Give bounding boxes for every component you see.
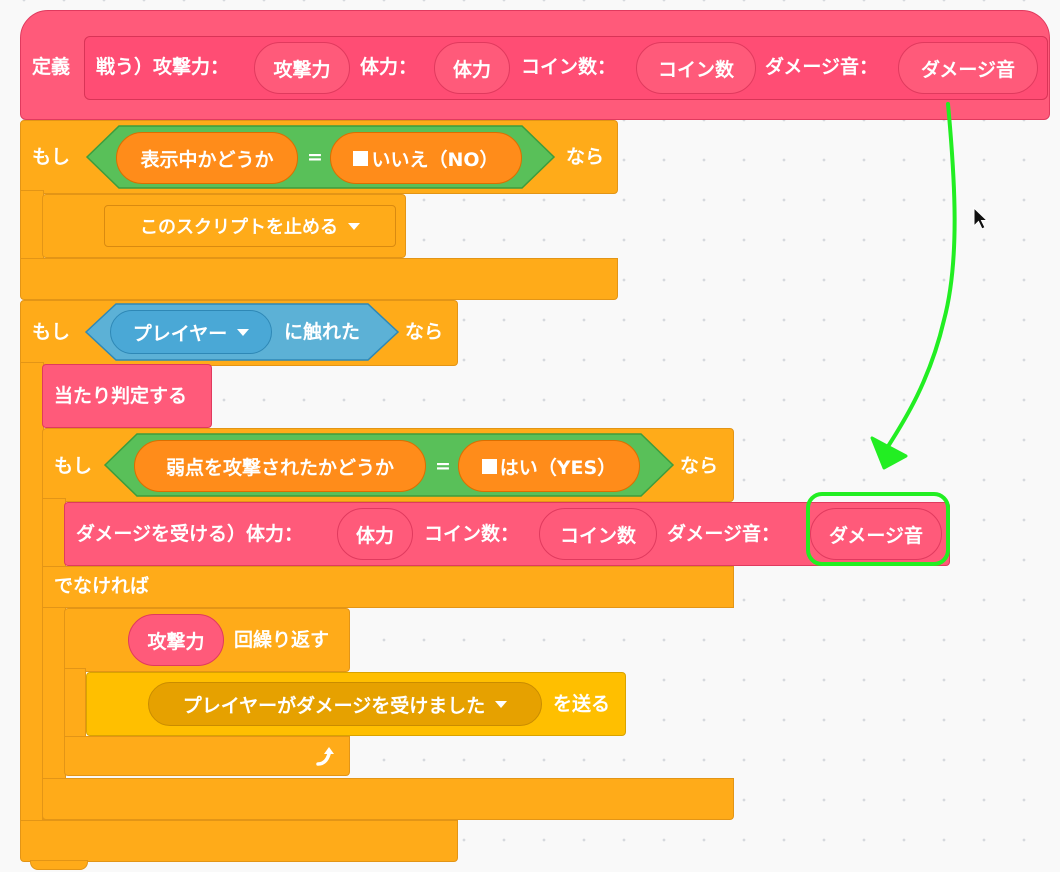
proc-text-coins: コイン数： — [521, 56, 617, 78]
cursor-icon — [973, 207, 989, 230]
hit-check-block[interactable] — [42, 364, 212, 428]
equals-sign-3: = — [435, 455, 451, 477]
repeat-count-param[interactable]: 攻撃力 — [128, 614, 224, 666]
param-attack[interactable]: 攻撃力 — [254, 42, 350, 94]
proc-text-sound: ダメージ音： — [765, 56, 879, 78]
value-no[interactable]: いいえ（NO） — [330, 132, 522, 184]
if-block-2-arm — [20, 362, 44, 826]
sprite-dropdown[interactable]: プレイヤー — [110, 310, 272, 354]
checkbox-icon — [481, 458, 497, 474]
hit-check-label: 当たり判定する — [54, 385, 188, 407]
if-block-1-arm — [20, 190, 44, 262]
then-label-2: なら — [405, 321, 444, 343]
repeat-block-bottom — [64, 736, 350, 776]
param-sound[interactable]: ダメージ音 — [898, 42, 1038, 94]
checkbox-icon — [353, 150, 369, 166]
loop-arrow-icon — [316, 747, 334, 766]
define-label: 定義 — [32, 56, 71, 78]
stop-option-label: このスクリプトを止める — [140, 217, 338, 238]
arg-hp[interactable]: 体力 — [337, 508, 413, 560]
equals-sign-1: = — [307, 146, 323, 168]
if-block-2-bottom — [20, 820, 458, 862]
param-coins[interactable]: コイン数 — [636, 42, 756, 94]
sprite-label: プレイヤー — [132, 322, 228, 345]
if-block-3-bottom — [42, 778, 734, 820]
repeat-block-arm — [64, 668, 86, 740]
arg-coins[interactable]: コイン数 — [539, 508, 657, 560]
broadcast-label: を送る — [553, 693, 611, 715]
call-text: ダメージを受ける）体力： — [76, 523, 304, 545]
if-label-2: もし — [32, 321, 71, 343]
call-coins-label: コイン数： — [424, 523, 520, 545]
if-label-1: もし — [32, 146, 71, 168]
if-block-1-bottom — [20, 258, 618, 300]
else-label: でなければ — [54, 575, 150, 597]
touching-label: に触れた — [284, 321, 361, 343]
dropdown-arrow-icon — [495, 700, 508, 708]
dropdown-arrow-icon — [348, 222, 360, 230]
stop-dropdown[interactable]: このスクリプトを止める — [104, 205, 396, 247]
block-notch — [30, 860, 88, 870]
proc-name-fight: 戦う）攻撃力： — [96, 56, 230, 78]
value-no-label: いいえ（NO） — [371, 148, 499, 171]
call-sound-label: ダメージ音： — [667, 523, 781, 545]
value-yes[interactable]: はい（YES） — [458, 440, 640, 492]
then-label-1: なら — [566, 146, 605, 168]
message-label: プレイヤーがダメージを受けました — [182, 694, 486, 717]
define-prototype — [84, 36, 1048, 100]
dropdown-arrow-icon — [237, 328, 250, 336]
message-dropdown[interactable]: プレイヤーがダメージを受けました — [148, 682, 542, 726]
repeat-label: 回繰り返す — [234, 629, 330, 651]
if-block-3-arm — [42, 498, 66, 820]
var-weakpoint[interactable]: 弱点を攻撃されたかどうか — [134, 440, 426, 492]
if-label-3: もし — [54, 455, 93, 477]
take-damage-call-block[interactable] — [64, 502, 950, 566]
param-hp[interactable]: 体力 — [434, 42, 510, 94]
arg-sound[interactable]: ダメージ音 — [810, 508, 942, 560]
var-is-shown[interactable]: 表示中かどうか — [116, 132, 298, 184]
else-label-bar — [42, 566, 734, 608]
value-yes-label: はい（YES） — [499, 456, 617, 479]
then-label-3: なら — [680, 455, 719, 477]
proc-text-hp: 体力： — [360, 56, 418, 78]
